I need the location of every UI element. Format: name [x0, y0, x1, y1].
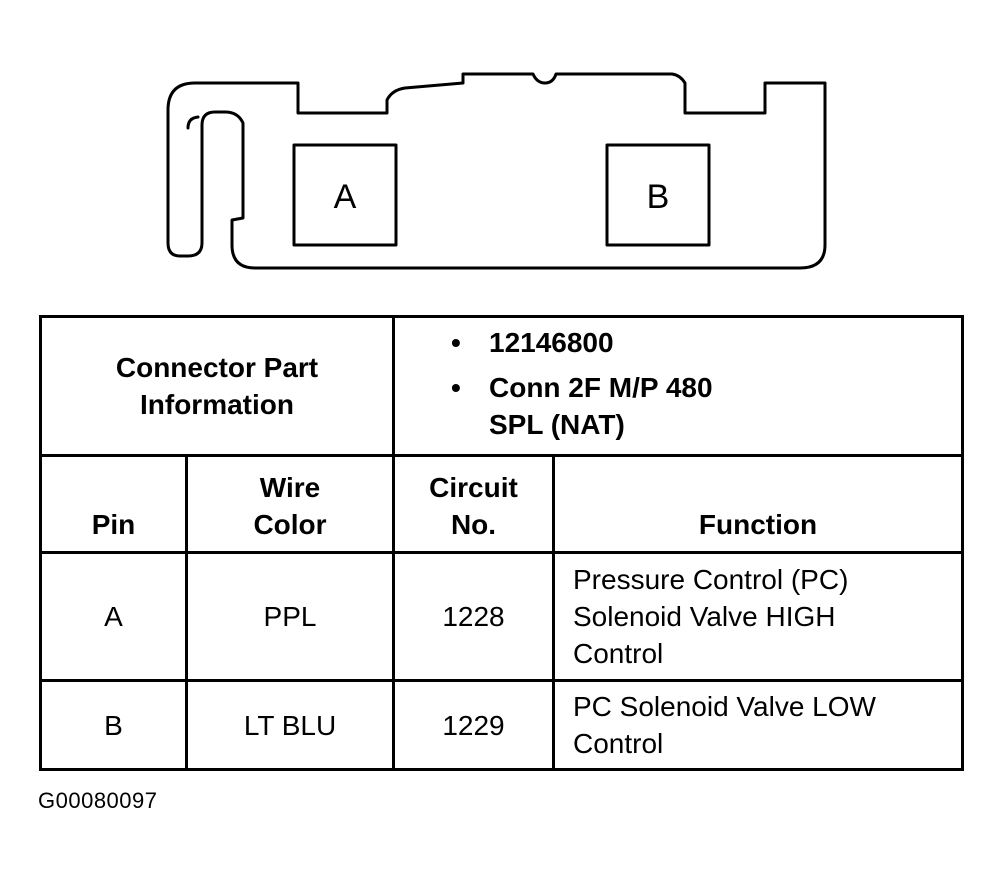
cell-circuit-no: 1229	[392, 679, 555, 771]
header-circuit-no-line1: Circuit	[429, 472, 518, 503]
header-wire-color: Wire Color	[185, 454, 395, 554]
cell-function: Pressure Control (PC) Solenoid Valve HIG…	[551, 551, 965, 682]
connector-body-outline	[166, 72, 827, 270]
pin-label-a: A	[334, 178, 357, 216]
function-line: Control	[573, 638, 664, 669]
cell-wire-color: PPL	[185, 551, 395, 682]
part-info-header-line1: Connector Part	[115, 352, 319, 383]
function-line: PC Solenoid Valve LOW	[573, 691, 876, 722]
pin-cavity-b	[605, 143, 711, 247]
cell-pin: B	[39, 679, 188, 771]
table-row: B LT BLU 1229 PC Solenoid Valve LOW Cont…	[39, 679, 965, 771]
connector-desc-line2: SPL (NAT)	[489, 409, 625, 440]
connector-desc-line1: Conn 2F M/P 480	[489, 372, 713, 403]
cell-function: PC Solenoid Valve LOW Control	[551, 679, 965, 771]
part-number: 12146800	[489, 327, 614, 358]
bullet-icon: •	[451, 327, 461, 358]
pin-label-b: B	[647, 178, 670, 216]
bullet-icon: •	[451, 372, 461, 403]
part-info-details: • 12146800 • Conn 2F M/P 480 SPL (NAT)	[391, 315, 965, 457]
header-pin-text: Pin	[91, 509, 136, 540]
connector-table: Connector Part Information • 12146800 • …	[39, 315, 965, 771]
header-circuit-no-line2: No.	[450, 509, 497, 540]
header-wire-color-line1: Wire	[259, 472, 321, 503]
cell-wire-color: LT BLU	[185, 679, 395, 771]
figure-id: G00080097	[38, 788, 158, 813]
header-function: Function	[551, 454, 965, 554]
pin-cavity-a	[292, 143, 398, 247]
part-info-header: Connector Part Information	[39, 315, 395, 457]
cell-pin: A	[39, 551, 188, 682]
connector-diagram: A B	[166, 72, 827, 270]
part-info-header-line2: Information	[140, 389, 294, 420]
header-pin: Pin	[39, 454, 188, 554]
table-row: A PPL 1228 Pressure Control (PC) Solenoi…	[39, 551, 965, 682]
cell-circuit-no: 1228	[392, 551, 555, 682]
header-wire-color-line2: Color	[253, 509, 327, 540]
part-info-list: • 12146800 • Conn 2F M/P 480 SPL (NAT)	[451, 318, 961, 443]
part-info-item: • Conn 2F M/P 480 SPL (NAT)	[451, 369, 961, 443]
header-circuit-no: Circuit No.	[392, 454, 555, 554]
column-header-row: Pin Wire Color Circuit No. Function	[39, 454, 965, 554]
part-info-row: Connector Part Information • 12146800 • …	[39, 315, 965, 457]
function-line: Solenoid Valve HIGH	[573, 601, 836, 632]
part-info-item: • 12146800	[451, 324, 961, 361]
connector-latch	[186, 115, 200, 130]
header-function-text: Function	[698, 509, 818, 540]
function-line: Control	[573, 728, 664, 759]
function-line: Pressure Control (PC)	[573, 564, 849, 595]
